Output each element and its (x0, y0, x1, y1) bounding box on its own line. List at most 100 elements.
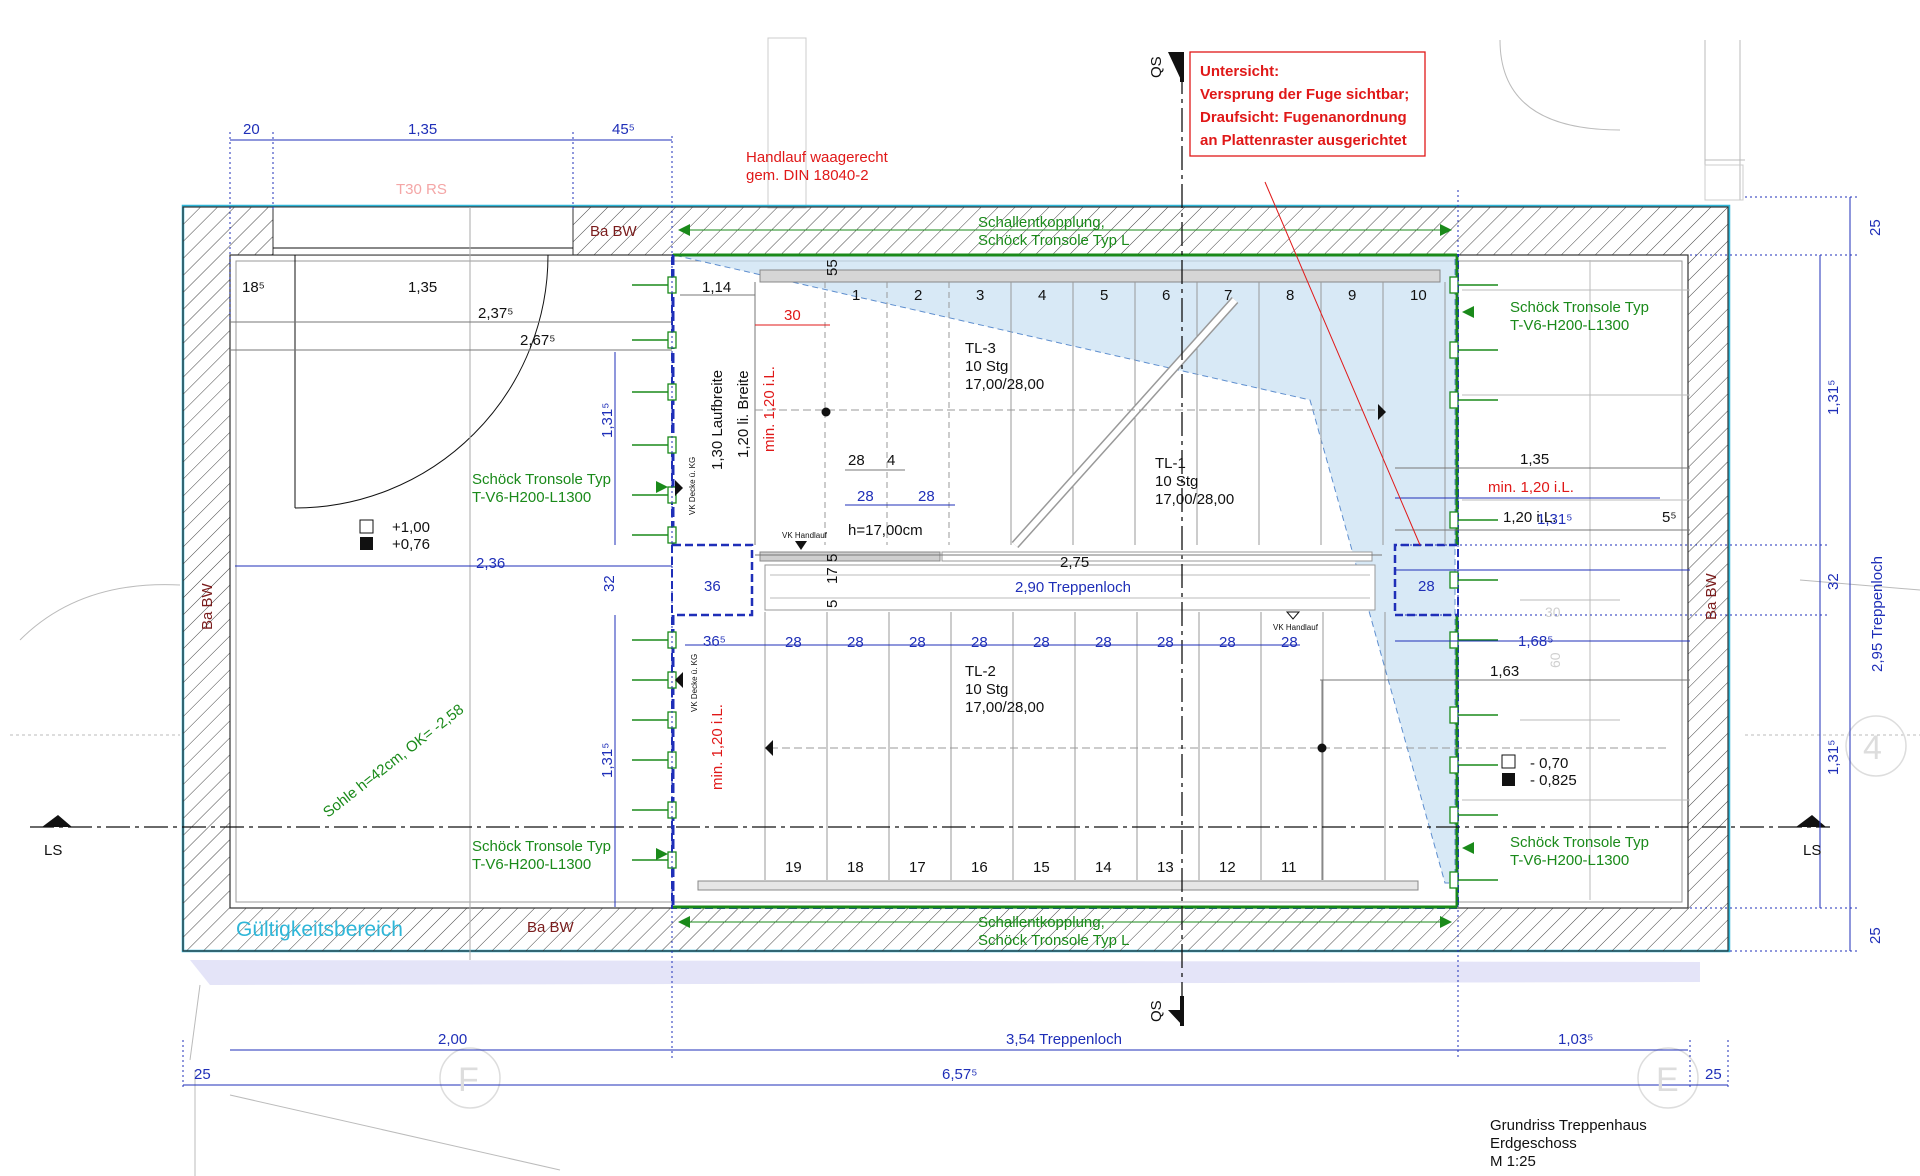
dim-365: 36⁵ (703, 633, 726, 650)
vk-handlauf-bottom: VK Handlauf (1273, 623, 1319, 632)
step-number-top: 9 (1348, 287, 1356, 304)
arrow-marker (678, 224, 690, 236)
title-line-3: M 1:25 (1490, 1153, 1536, 1170)
dim-1035: 1,03⁵ (1558, 1031, 1593, 1048)
tronsole-element (1449, 631, 1459, 649)
arrow-marker (1440, 224, 1452, 236)
step-number-bottom: 13 (1157, 859, 1174, 876)
dim-6575: 6,57⁵ (942, 1066, 977, 1083)
tronsole-element (1449, 706, 1459, 724)
step-number-bottom: 12 (1219, 859, 1236, 876)
schallentkopplung-bottom: Schallentkopplung, (978, 914, 1105, 931)
landing-lines (1462, 260, 1690, 900)
schoeck-typ-right-bottom: Schöck Tronsole Typ (1510, 834, 1649, 851)
step-number-bottom: 15 (1033, 859, 1050, 876)
ba-bw-right: Ba BW (1703, 572, 1720, 620)
grid-4-label: 4 (1863, 729, 1882, 767)
step-number-top: 3 (976, 287, 984, 304)
schoeck-model-left-bottom: T-V6-H200-L1300 (472, 856, 591, 873)
sohle-label: Sohle h=42cm, OK= -2,58 (320, 701, 467, 821)
dim-55b: 5⁵ (1662, 509, 1677, 526)
treppenloch-295: 2,95 Treppenloch (1869, 556, 1886, 672)
schoeck-l-bottom: Schöck Tronsole Typ L (978, 932, 1129, 949)
dim-36: 36 (704, 578, 721, 595)
schoeck-model-right-bottom: T-V6-H200-L1300 (1510, 852, 1629, 869)
note-line-2: Versprung der Fuge sichtbar; (1200, 86, 1409, 103)
tread-dim: 28 (909, 634, 926, 651)
treppenloch-354: 3,54 Treppenloch (1006, 1031, 1122, 1048)
note-line-1: Untersicht: (1200, 63, 1279, 80)
step-number-bottom: 16 (971, 859, 988, 876)
grid-e-label: E (1656, 1061, 1679, 1099)
vk-decke-bottom: VK Decke ü. KG (690, 654, 699, 712)
tl2-ratio: 17,00/28,00 (965, 699, 1044, 716)
schoeck-l-top: Schöck Tronsole Typ L (978, 232, 1129, 249)
tronsole-element (667, 851, 677, 869)
title-block: Grundriss Treppenhaus Erdgeschoss M 1:25 (1490, 1117, 1647, 1170)
dim-275: 2,75 (1060, 554, 1089, 571)
min-il-right: min. 1,20 i.L. (1488, 479, 1574, 496)
dim-28-right: 28 (1418, 578, 1435, 595)
tl3-ratio: 17,00/28,00 (965, 376, 1044, 393)
tread-dim: 28 (847, 634, 864, 651)
schoeck-typ-left-bottom: Schöck Tronsole Typ (472, 838, 611, 855)
schallentkopplung-top: Schallentkopplung, (978, 214, 1105, 231)
dim-120il: 1,20 i.L. (1503, 509, 1556, 526)
dim-25-bottom-right: 25 (1705, 1066, 1722, 1083)
vk-handlauf-top: VK Handlauf (782, 531, 828, 540)
dim-25-bottom-left: 25 (194, 1066, 211, 1083)
tronsole-element (667, 486, 677, 504)
level-upper-black: +0,76 (392, 536, 430, 553)
step-number-bottom: 11 (1281, 859, 1297, 876)
dim-1315-far-top: 1,31⁵ (1825, 380, 1842, 415)
grid-f-label: F (458, 1061, 479, 1099)
li-breite-label: 1,20 li. Breite (735, 370, 752, 458)
dim-114: 1,14 (702, 279, 731, 296)
tread-dim: 28 (785, 634, 802, 651)
arrow-marker (1462, 842, 1474, 854)
dim-25-right-bottom: 25 (1867, 927, 1884, 944)
joint-note-box: Untersicht: Versprung der Fuge sichtbar;… (1189, 51, 1426, 157)
dim-2375: 2,37⁵ (478, 305, 513, 322)
schoeck-model-right-top: T-V6-H200-L1300 (1510, 317, 1629, 334)
joint-area (677, 255, 1456, 884)
dim-455: 45⁵ (612, 121, 635, 138)
step-number-bottom: 14 (1095, 859, 1112, 876)
tl1-steps: 10 Stg (1155, 473, 1198, 490)
step-number-top: 6 (1162, 287, 1170, 304)
ba-bw-bottom: Ba BW (527, 919, 575, 936)
min-il-top: min. 1,20 i.L. (761, 366, 778, 452)
tread-dim: 28 (1157, 634, 1174, 651)
qs-bottom: QS (1148, 1000, 1165, 1022)
ls-right: LS (1803, 842, 1821, 859)
tl2-name: TL-2 (965, 663, 996, 680)
tronsole-element (667, 711, 677, 729)
ba-bw-left: Ba BW (199, 582, 216, 630)
step-number-top: 8 (1286, 287, 1294, 304)
dim-2675: 2,67⁵ (520, 332, 555, 349)
tl3-steps: 10 Stg (965, 358, 1008, 375)
tronsole-element (667, 276, 677, 294)
tronsole-element (1449, 341, 1459, 359)
tread-dim: 28 (1281, 634, 1298, 651)
dim-163: 1,63 (1490, 663, 1519, 680)
step-number-top: 4 (1038, 287, 1046, 304)
tronsole-element (1449, 806, 1459, 824)
tronsole-element (1449, 511, 1459, 529)
step-number-bottom: 17 (909, 859, 926, 876)
annotations: Handlauf waagerecht gem. DIN 18040-2 T30… (44, 56, 1886, 1099)
dim-200: 2,00 (438, 1031, 467, 1048)
level-lower-black: - 0,825 (1530, 772, 1577, 789)
dim-32-left: 32 (601, 575, 618, 592)
dim-30: 30 (784, 307, 801, 324)
schoeck-typ-left-top: Schöck Tronsole Typ (472, 471, 611, 488)
tl1-ratio: 17,00/28,00 (1155, 491, 1234, 508)
dim-5-a: 5 (824, 554, 841, 562)
laufbreite-label: 1,30 Laufbreite (709, 370, 726, 470)
dim-60: 60 (1547, 652, 1563, 668)
level-lower-white: - 0,70 (1530, 755, 1568, 772)
note-line-4: an Plattenraster ausgerichtet (1200, 132, 1407, 149)
ls-left: LS (44, 842, 62, 859)
dim-25-right-top: 25 (1867, 219, 1884, 236)
ba-bw-top: Ba BW (590, 223, 638, 240)
